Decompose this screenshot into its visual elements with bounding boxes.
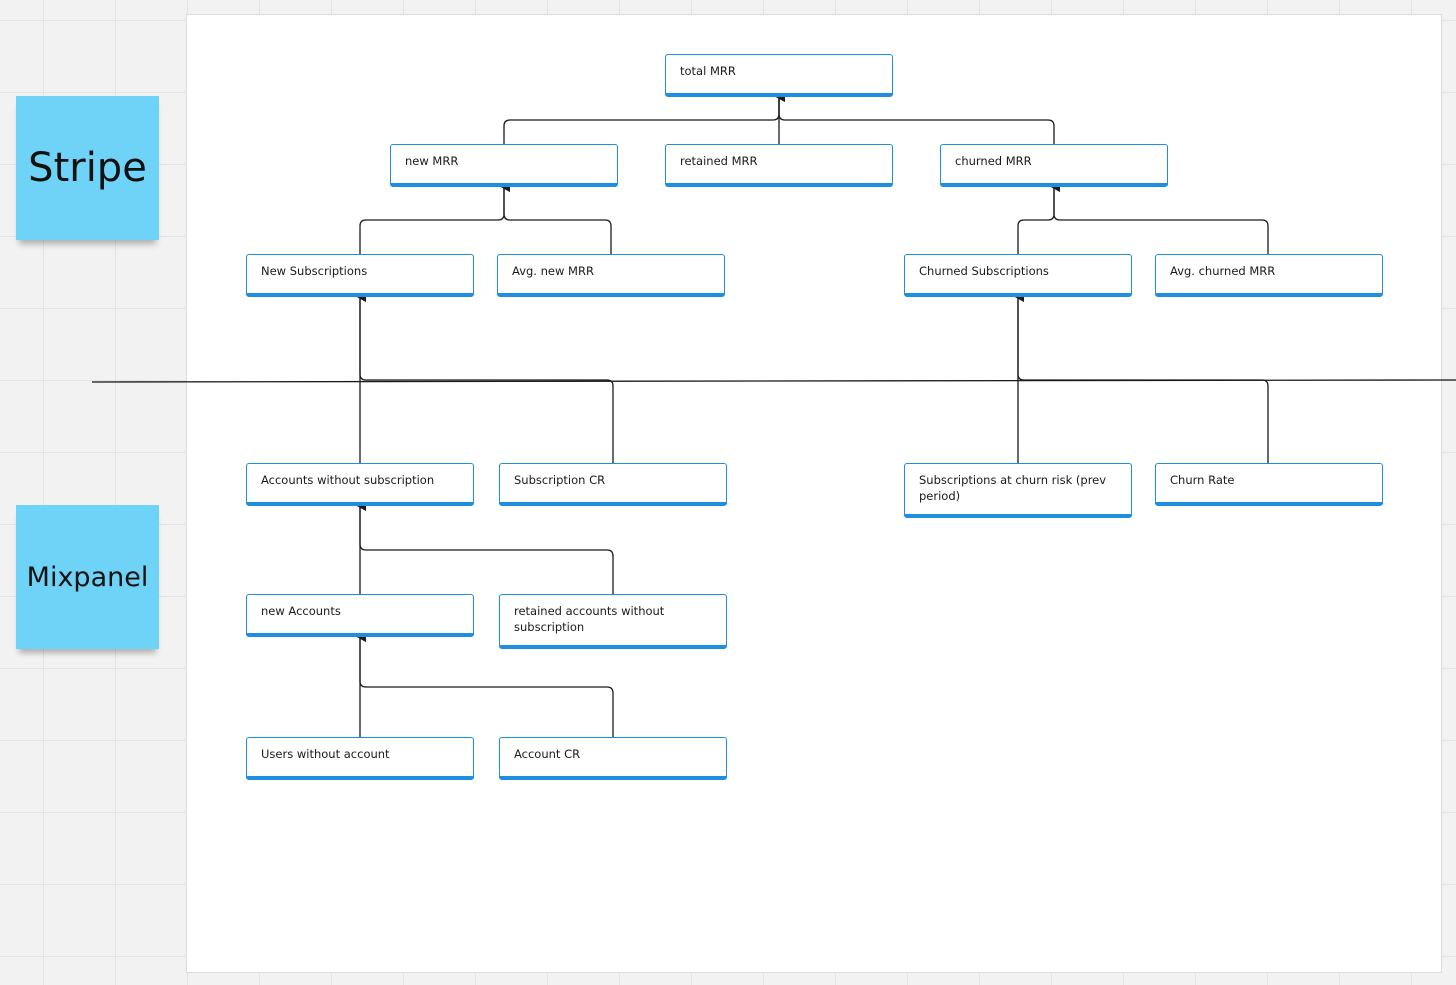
- node-new-subscriptions[interactable]: New Subscriptions: [246, 254, 474, 297]
- node-label: Avg. churned MRR: [1170, 264, 1276, 278]
- node-subscription-cr[interactable]: Subscription CR: [499, 463, 727, 506]
- node-label: Subscriptions at churn risk (prev period…: [919, 473, 1107, 503]
- sticky-note-label: Stripe: [28, 145, 147, 191]
- node-label: new Accounts: [261, 604, 341, 618]
- sticky-note-stripe[interactable]: Stripe: [16, 96, 159, 240]
- node-label: New Subscriptions: [261, 264, 368, 278]
- node-label: Avg. new MRR: [512, 264, 594, 278]
- node-label: Accounts without subscription: [261, 473, 435, 487]
- node-churned-subscriptions[interactable]: Churned Subscriptions: [904, 254, 1132, 297]
- node-label: churned MRR: [955, 154, 1032, 168]
- node-label: total MRR: [680, 64, 736, 78]
- node-total-mrr[interactable]: total MRR: [665, 54, 893, 97]
- node-account-cr[interactable]: Account CR: [499, 737, 727, 780]
- node-label: retained accounts without subscription: [514, 604, 665, 634]
- sticky-note-mixpanel[interactable]: Mixpanel: [16, 505, 159, 649]
- node-accounts-without-subscription[interactable]: Accounts without subscription: [246, 463, 474, 506]
- node-label: Account CR: [514, 747, 581, 761]
- node-avg-churned-mrr[interactable]: Avg. churned MRR: [1155, 254, 1383, 297]
- node-label: Churn Rate: [1170, 473, 1235, 487]
- node-new-accounts[interactable]: new Accounts: [246, 594, 474, 637]
- node-users-without-account[interactable]: Users without account: [246, 737, 474, 780]
- node-label: new MRR: [405, 154, 459, 168]
- node-churned-mrr[interactable]: churned MRR: [940, 144, 1168, 187]
- node-subscriptions-at-churn-risk[interactable]: Subscriptions at churn risk (prev period…: [904, 463, 1132, 518]
- node-label: Users without account: [261, 747, 390, 761]
- node-label: Churned Subscriptions: [919, 264, 1049, 278]
- node-churn-rate[interactable]: Churn Rate: [1155, 463, 1383, 506]
- node-avg-new-mrr[interactable]: Avg. new MRR: [497, 254, 725, 297]
- sticky-note-label: Mixpanel: [26, 561, 149, 593]
- node-retained-accounts-without-subscription[interactable]: retained accounts without subscription: [499, 594, 727, 649]
- node-retained-mrr[interactable]: retained MRR: [665, 144, 893, 187]
- node-label: retained MRR: [680, 154, 758, 168]
- node-new-mrr[interactable]: new MRR: [390, 144, 618, 187]
- node-label: Subscription CR: [514, 473, 606, 487]
